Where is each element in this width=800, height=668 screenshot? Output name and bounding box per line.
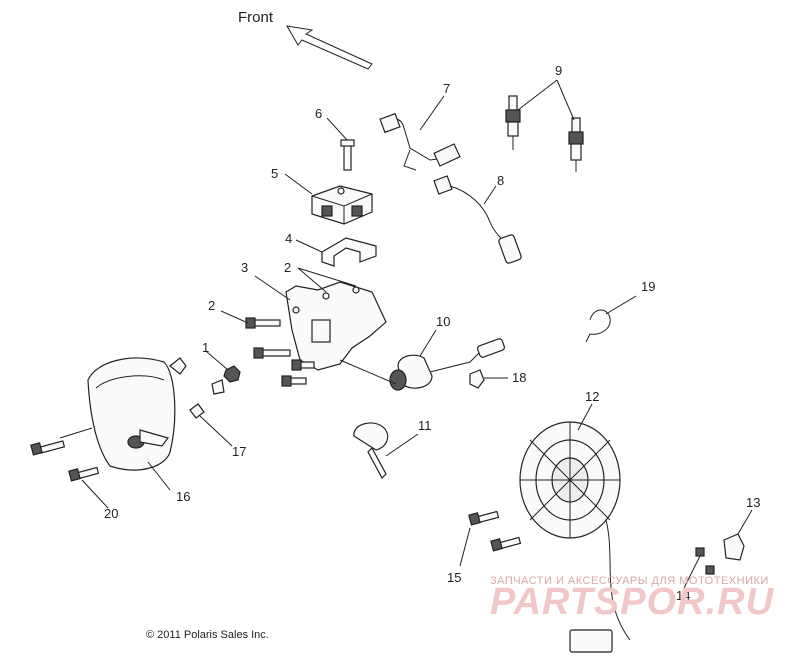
part-2-bolts	[245, 317, 315, 387]
part-6-bolt	[340, 139, 355, 171]
callout-1: 1	[202, 340, 209, 355]
callout-6: 6	[315, 106, 322, 121]
part-14-screws	[695, 547, 715, 575]
callout-20: 20	[104, 506, 118, 521]
callout-14: 14	[676, 588, 690, 603]
callout-labels: 1 2 2 3 4 5 6 7 8 9 10 11 12 13 14 15 16…	[104, 63, 760, 603]
part-12-stator	[519, 421, 631, 653]
part-17-grommets	[169, 357, 225, 419]
callout-10: 10	[436, 314, 450, 329]
callout-3: 3	[241, 260, 248, 275]
callout-8: 8	[497, 173, 504, 188]
part-5-coil	[311, 185, 373, 225]
callout-2-left: 2	[208, 298, 215, 313]
part-11-key	[353, 422, 389, 479]
callout-7: 7	[443, 81, 450, 96]
copyright-notice: © 2011 Polaris Sales Inc.	[146, 629, 269, 641]
front-label: Front	[238, 9, 274, 26]
front-arrow-icon	[286, 25, 373, 70]
part-15-bolts	[468, 510, 522, 552]
part-10-ignition-switch	[389, 338, 506, 391]
part-8-plug-wire	[433, 175, 522, 264]
watermark-brand: PARTSPOR.RU	[490, 581, 775, 623]
part-3-mounting-plate	[285, 281, 387, 371]
part-13-connector	[723, 533, 745, 561]
callout-17: 17	[232, 444, 246, 459]
callout-16: 16	[176, 489, 190, 504]
part-18-clip	[469, 369, 485, 389]
part-20-bolts	[30, 440, 100, 482]
part-19-cable-tie	[585, 309, 611, 343]
watermark: ЗАПЧАСТИ И АКСЕССУАРЫ ДЛЯ МОТОТЕХНИКИ PA…	[490, 575, 775, 623]
part-4-bracket	[321, 237, 377, 267]
callout-12: 12	[585, 389, 599, 404]
callout-19: 19	[641, 279, 655, 294]
callout-13: 13	[746, 495, 760, 510]
watermark-tagline: ЗАПЧАСТИ И АКСЕССУАРЫ ДЛЯ МОТОТЕХНИКИ	[490, 575, 769, 587]
callout-18: 18	[512, 370, 526, 385]
part-9-spark-plugs	[505, 95, 584, 172]
front-direction-indicator: Front	[238, 9, 373, 70]
callout-2-top: 2	[284, 260, 291, 275]
callout-9: 9	[555, 63, 562, 78]
callout-15: 15	[447, 570, 461, 585]
callout-4: 4	[285, 231, 292, 246]
part-7-plug-wire	[379, 112, 461, 171]
callout-11: 11	[418, 418, 432, 433]
part-16-cover	[87, 357, 176, 471]
callout-5: 5	[271, 166, 278, 181]
